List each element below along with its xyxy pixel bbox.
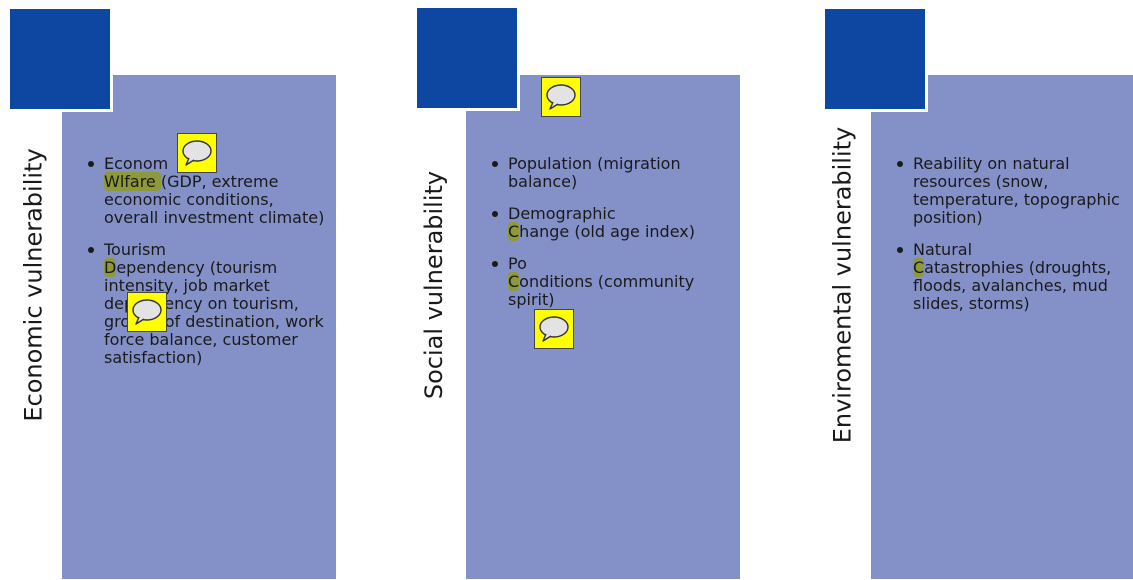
environmental-title: Enviromental vulnerability <box>822 120 862 450</box>
comment-note-icon[interactable] <box>177 133 217 173</box>
item-text: Population (migration balance) <box>508 154 681 191</box>
speech-bubble-icon <box>539 316 569 342</box>
economic-title: Economic vulnerability <box>14 120 54 450</box>
highlight: D <box>104 258 117 277</box>
item-text: onditions (community spirit) <box>508 272 695 309</box>
comment-note-icon[interactable] <box>541 77 581 117</box>
item-text: atastrophies (droughts, floods, avalanch… <box>913 258 1112 313</box>
highlight: C <box>508 222 520 241</box>
list-item: Po Conditions (community spirit) <box>490 255 732 309</box>
speech-bubble-icon <box>182 140 212 166</box>
social-list: Population (migration balance) Demograph… <box>490 155 732 323</box>
blue-square <box>417 8 517 108</box>
environmental-list: Reability on natural resources (snow, te… <box>895 155 1133 327</box>
list-item: Econom Wlfare (GDP, extreme economic con… <box>86 155 328 227</box>
social-title: Social vulnerability <box>414 120 454 450</box>
comment-note-icon[interactable] <box>127 292 167 332</box>
item-text: Econom <box>104 154 169 173</box>
list-item: Tourism Dependency (tourism intensity, j… <box>86 241 328 367</box>
item-text: Po <box>508 254 527 273</box>
list-item: Demographic Change (old age index) <box>490 205 732 241</box>
column-title: Enviromental vulnerability <box>828 126 856 444</box>
speech-bubble-icon <box>132 299 162 325</box>
item-text: Tourism <box>104 240 166 259</box>
highlight: C <box>913 258 925 277</box>
social-panel: Population (migration balance) Demograph… <box>466 75 740 579</box>
list-item: Natural Catastrophies (droughts, floods,… <box>895 241 1133 313</box>
blue-square <box>825 9 925 109</box>
highlight: C <box>508 272 520 291</box>
item-text: Natural <box>913 240 973 259</box>
list-item: Population (migration balance) <box>490 155 732 191</box>
item-text: Demographic <box>508 204 616 223</box>
item-text: (GDP, extreme economic conditions, overa… <box>104 172 325 227</box>
environmental-panel: Reability on natural resources (snow, te… <box>871 75 1133 579</box>
column-title: Social vulnerability <box>420 170 448 400</box>
highlight: Wlfare <box>104 172 161 191</box>
item-text: Reability on natural resources (snow, te… <box>913 154 1120 227</box>
blue-square <box>10 9 110 109</box>
item-text: hange (old age index) <box>519 222 695 241</box>
list-item: Reability on natural resources (snow, te… <box>895 155 1133 227</box>
column-title: Economic vulnerability <box>20 148 49 422</box>
economic-list: Econom Wlfare (GDP, extreme economic con… <box>86 155 328 381</box>
speech-bubble-icon <box>546 84 576 110</box>
comment-note-icon[interactable] <box>534 309 574 349</box>
